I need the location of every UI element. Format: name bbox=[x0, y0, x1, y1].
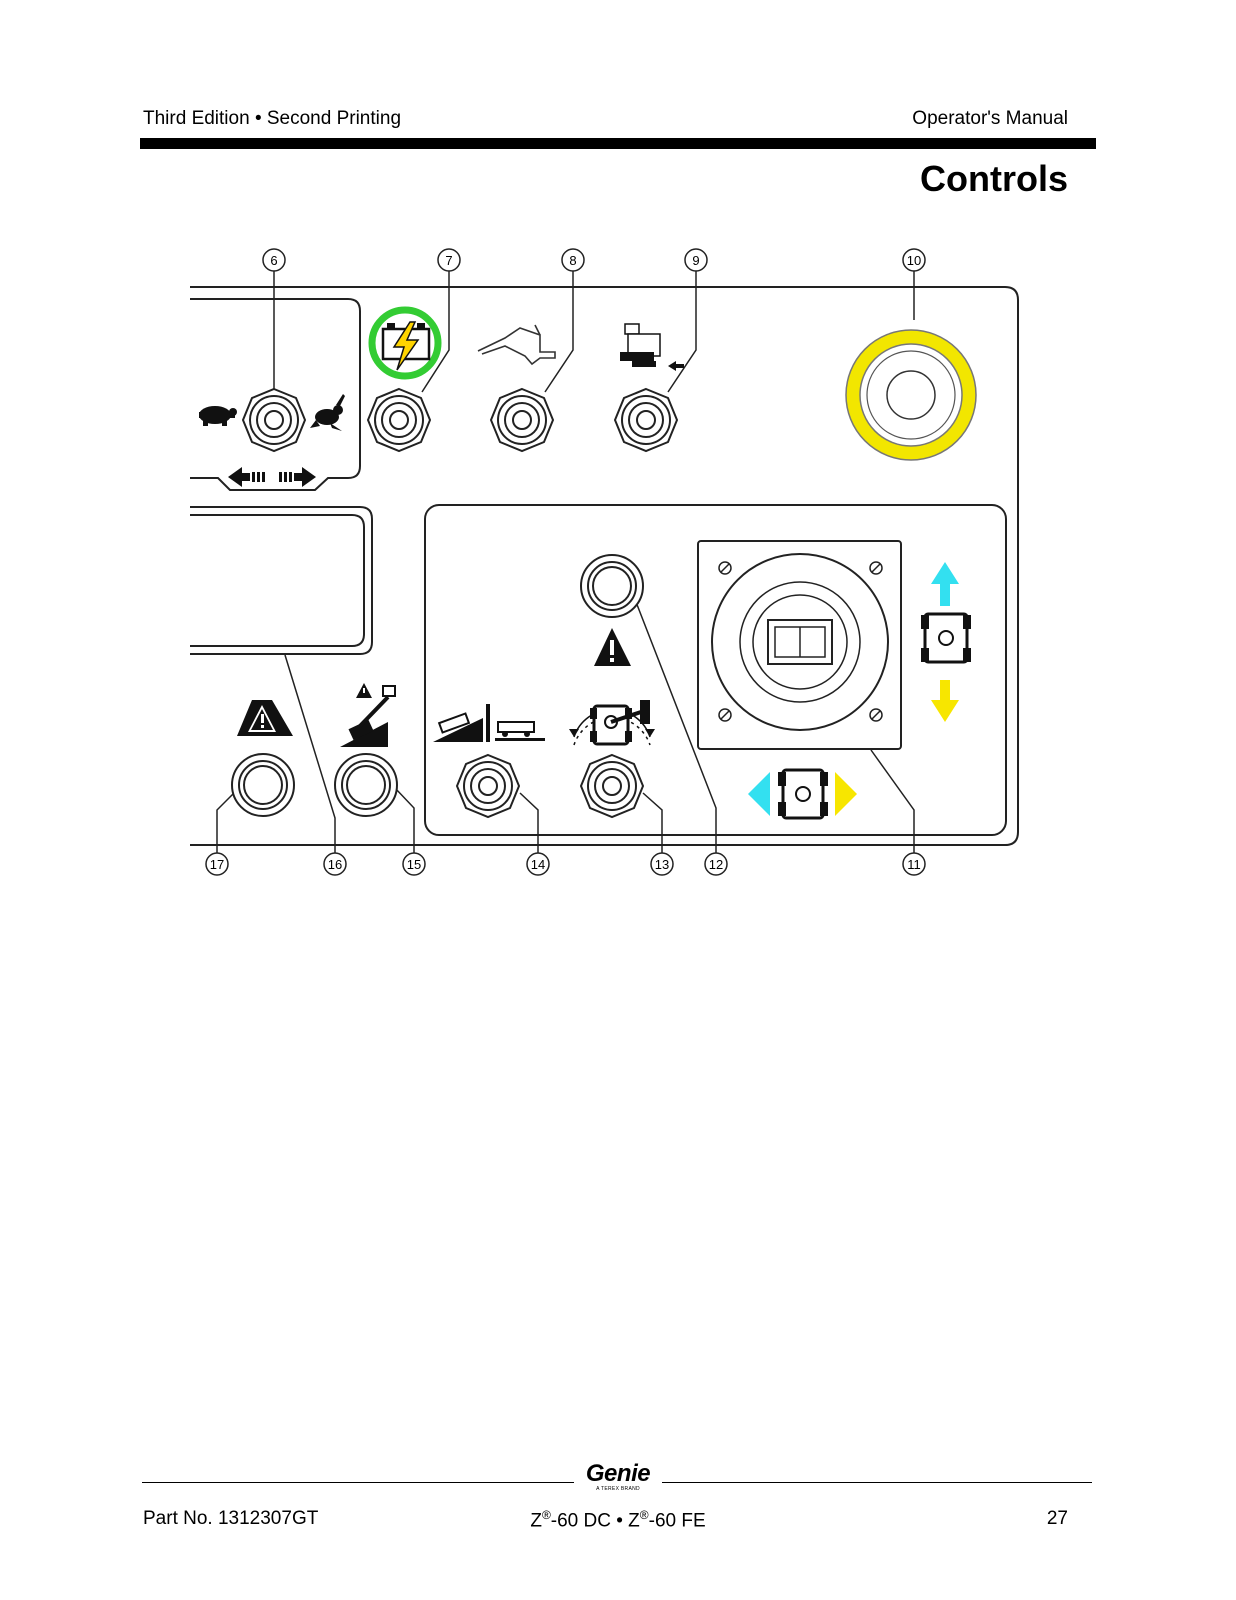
header-rule bbox=[140, 138, 1096, 149]
alarm-button bbox=[580, 554, 644, 618]
callout-8: 8 bbox=[569, 253, 576, 268]
drive-reverse-arrow-icon bbox=[931, 680, 959, 722]
callout-13: 13 bbox=[655, 857, 669, 872]
joystick-controller bbox=[697, 540, 902, 750]
callout-15: 15 bbox=[407, 857, 421, 872]
drive-enable-icon bbox=[569, 700, 655, 746]
callout-7: 7 bbox=[445, 253, 452, 268]
horn-icon bbox=[477, 324, 556, 366]
machine-top-view-icon bbox=[921, 612, 971, 664]
drive-enable-switch bbox=[579, 753, 645, 819]
footer-rule-right bbox=[662, 1482, 1092, 1483]
callout-11: 11 bbox=[907, 857, 921, 872]
drive-forward-arrow-icon bbox=[931, 562, 959, 606]
callout-10: 10 bbox=[907, 253, 921, 268]
boom-function-button bbox=[334, 753, 398, 817]
steer-left-arrow-icon bbox=[748, 772, 770, 816]
callouts-top: 6 7 8 9 10 bbox=[262, 248, 926, 272]
leader-lines bbox=[216, 271, 915, 853]
callout-17: 17 bbox=[210, 857, 224, 872]
generator-switch bbox=[366, 387, 432, 453]
callout-6: 6 bbox=[270, 253, 277, 268]
callout-9: 9 bbox=[692, 253, 699, 268]
turtle-icon bbox=[199, 406, 237, 426]
callouts-bottom: 11 12 13 14 15 16 17 bbox=[205, 852, 926, 876]
callout-16: 16 bbox=[328, 857, 342, 872]
battery-icon bbox=[368, 306, 442, 380]
footer-model: Z®-60 DC • Z®-60 FE bbox=[530, 1508, 706, 1532]
genie-logo: Genie A TEREX BRAND bbox=[585, 1460, 651, 1493]
drive-mode-slope-icon bbox=[433, 704, 545, 742]
rabbit-icon bbox=[310, 394, 345, 431]
horn-switch bbox=[489, 387, 555, 453]
callout-12: 12 bbox=[709, 857, 723, 872]
steer-right-arrow-icon bbox=[835, 772, 857, 816]
drive-speed-switch bbox=[241, 387, 307, 453]
emergency-stop-button bbox=[845, 329, 977, 461]
page-number: 27 bbox=[1046, 1508, 1068, 1529]
boom-slope-icon bbox=[340, 683, 396, 747]
page-title: Controls bbox=[920, 158, 1068, 199]
tilt-alarm-icon bbox=[237, 700, 293, 736]
header-manual-title: Operator's Manual bbox=[912, 108, 1068, 129]
control-panel-diagram: 6 7 8 9 10 11 12 13 14 15 16 17 bbox=[190, 248, 1019, 876]
footer-rule-left bbox=[142, 1482, 574, 1483]
platform-level-icon bbox=[620, 323, 684, 371]
callout-14: 14 bbox=[531, 857, 545, 872]
platform-switch bbox=[613, 387, 679, 453]
tilt-alarm-button bbox=[231, 753, 295, 817]
warning-icon bbox=[594, 628, 631, 666]
drive-mode-switch bbox=[455, 753, 521, 819]
drive-direction-arrows-icon bbox=[228, 467, 316, 487]
steer-machine-icon bbox=[778, 768, 828, 820]
header-edition: Third Edition • Second Printing bbox=[143, 108, 402, 129]
footer-part-number: Part No. 1312307GT bbox=[143, 1508, 319, 1529]
